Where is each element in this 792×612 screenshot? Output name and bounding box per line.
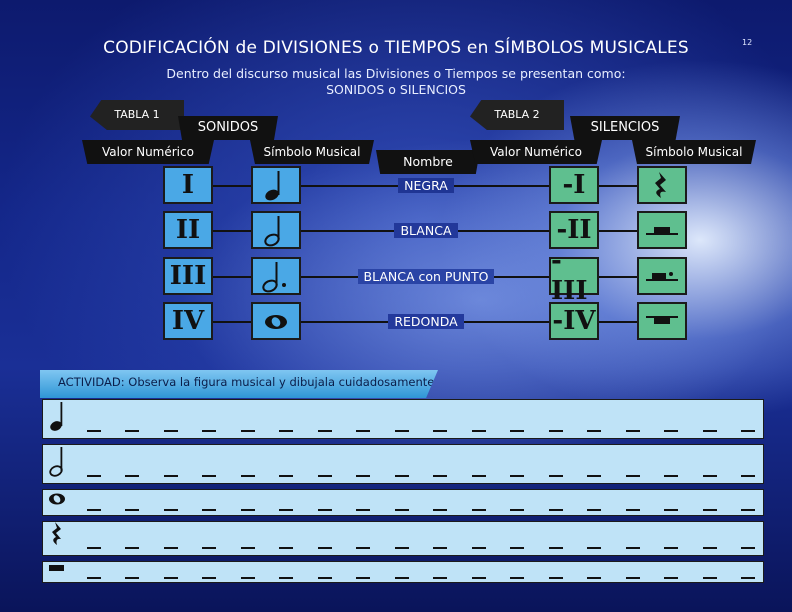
sound-value-3: III [163, 257, 213, 295]
page-subtitle: Dentro del discurso musical las Division… [166, 66, 626, 81]
rest-value-2: -II [549, 211, 599, 249]
table1-header: SONIDOS [178, 116, 278, 140]
practice-row-2[interactable] [42, 444, 764, 484]
page-title: CODIFICACIÓN de DIVISIONES o TIEMPOS en … [103, 38, 689, 58]
page-subtitle-2: SONIDOS o SILENCIOS [326, 82, 466, 97]
table2-col-symbol: Símbolo Musical [632, 140, 756, 164]
whole-rest-icon [47, 559, 67, 578]
rest-value-1: -I [549, 166, 599, 204]
name-redonda: REDONDA [388, 314, 464, 329]
table1-col-symbol: Símbolo Musical [250, 140, 374, 164]
table1-tag: TABLA 1 [90, 100, 184, 130]
sound-value-1: I [163, 166, 213, 204]
whole-note-icon [251, 302, 301, 340]
sound-value-2: II [163, 211, 213, 249]
table1-col-value: Valor Numérico [82, 140, 214, 164]
page-number: 12 [742, 38, 753, 47]
table2-header: SILENCIOS [570, 116, 680, 140]
quarter-rest-icon [637, 166, 687, 204]
name-blanca: BLANCA [394, 223, 458, 238]
name-negra: NEGRA [398, 178, 454, 193]
table2-tag: TABLA 2 [470, 100, 564, 130]
table2-col-value: Valor Numérico [470, 140, 602, 164]
sound-value-4: IV [163, 302, 213, 340]
dotted-half-note-icon [251, 257, 301, 295]
half-rest-icon [637, 211, 687, 249]
dotted-half-rest-icon [637, 257, 687, 295]
rest-value-4: -IV [549, 302, 599, 340]
quarter-note-icon [47, 398, 67, 436]
half-note-icon [251, 211, 301, 249]
practice-row-3[interactable] [42, 489, 764, 516]
quarter-rest-icon [47, 519, 67, 553]
quarter-note-icon [251, 166, 301, 204]
whole-rest-icon [637, 302, 687, 340]
name-blanca-punto: BLANCA con PUNTO [357, 269, 495, 284]
activity-label: ACTIVIDAD: Observa la figura musical y d… [40, 370, 438, 398]
names-header: Nombre [376, 150, 480, 174]
practice-row-1[interactable] [42, 399, 764, 439]
practice-row-4[interactable] [42, 521, 764, 556]
half-note-icon [47, 443, 67, 481]
rest-value-3: -III [549, 246, 599, 306]
whole-note-icon [47, 491, 67, 511]
practice-row-5[interactable] [42, 561, 764, 583]
